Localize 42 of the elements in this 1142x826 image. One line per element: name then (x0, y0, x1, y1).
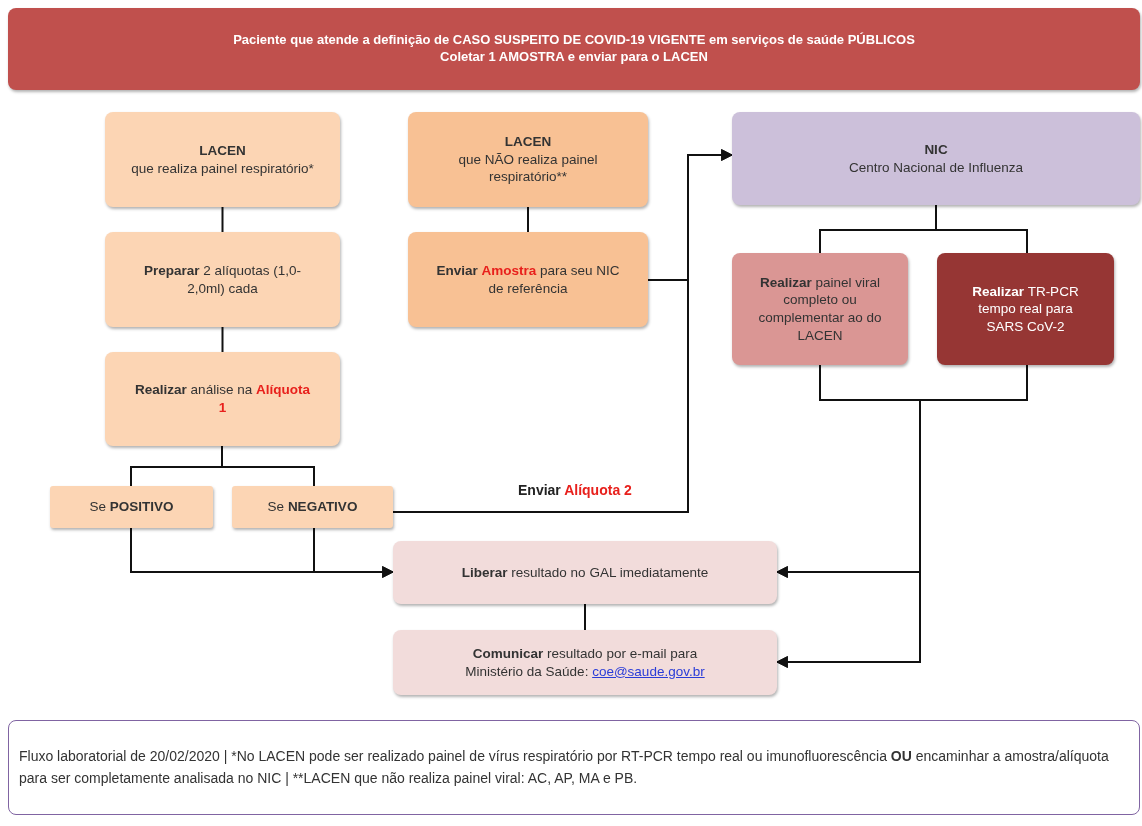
connector-line (584, 603, 586, 631)
node-text: Comunicar resultado por e-mail para Ministério da Saúde: coe@saude.gov.br (464, 644, 706, 681)
process-box (105, 232, 340, 327)
email-link: coe@saude.gov.br (592, 663, 705, 679)
arrow (313, 527, 395, 578)
arrow (392, 149, 734, 513)
node-text: que NÃO realiza painel respiratório** (457, 150, 599, 186)
connector-line (221, 326, 224, 353)
process-box (105, 352, 340, 446)
node-text: Realizar painel viral completo ou complementar ao do LACEN (757, 273, 883, 345)
note-box (8, 720, 1140, 815)
connector-line (527, 206, 529, 233)
process-box (232, 486, 393, 528)
node-text: Centro Nacional de Influenza (848, 158, 1024, 177)
process-box (50, 486, 213, 528)
edge-label: Enviar Alíquota 2 (515, 482, 635, 498)
node-text: Paciente que atende a definição de CASO SUSPEITO DE COVID-19 VIGENTE em serviços de saúde PÚBLICOS (233, 32, 915, 49)
process-box (408, 112, 648, 207)
process-box (937, 253, 1114, 365)
connector-line (221, 445, 315, 487)
process-box (732, 253, 908, 365)
connector-line (221, 206, 224, 233)
node-text: Coletar 1 AMOSTRA e enviar para o LACEN (440, 49, 708, 66)
node-text: Preparar 2 alíquotas (1,0-2,0ml) cada (143, 261, 302, 298)
center-box (732, 112, 1140, 205)
node-text: Liberar resultado no GAL imediatamente (461, 563, 709, 582)
node-text: Realizar TR-PCR tempo real para SARS CoV-2 (971, 282, 1080, 336)
process-box (393, 541, 777, 604)
process-box (408, 232, 648, 327)
header-banner (8, 8, 1140, 90)
node-text: Se POSITIVO (89, 498, 174, 516)
box-heading: NIC (924, 140, 948, 159)
process-box (105, 112, 340, 207)
node-text: Realizar análise na Alíquota 1 (135, 381, 310, 417)
footnote-text: Fluxo laboratorial de 20/02/2020 | *No LACEN pode ser realizado painel de vírus respiratório por RT-PCR tempo real ou imunofluorescência OU encaminhar a amostra/alíquota para ser completamente analisada no NIC | **LACEN que não realiza painel viral: AC, AP, MA e PB. (19, 746, 1110, 788)
box-heading: LACEN (199, 141, 246, 160)
box-heading: LACEN (504, 133, 552, 151)
node-text: Enviar Amostra para seu NIC de referência (435, 261, 621, 298)
process-box (393, 630, 777, 695)
node-text: que realiza painel respiratório* (131, 159, 314, 178)
node-text: Se NEGATIVO (267, 498, 358, 516)
connector-line (935, 204, 1028, 254)
